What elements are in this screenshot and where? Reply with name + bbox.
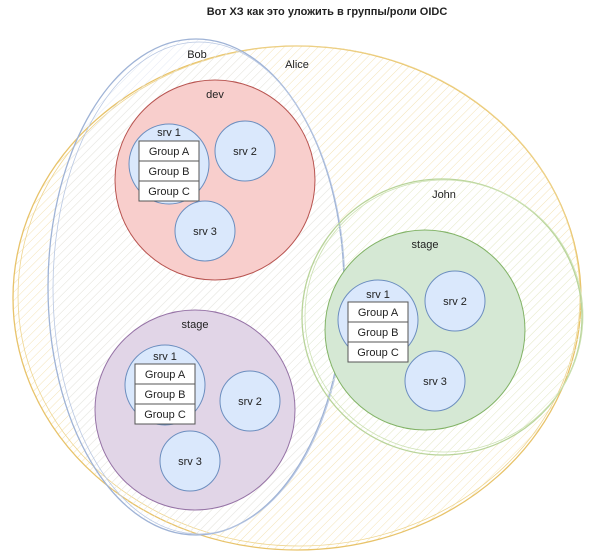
stage-left-srv1-group-c-label: Group C	[144, 409, 186, 421]
stage-right-srv2-circle	[424, 270, 486, 332]
user-label-alice: Alice	[285, 59, 309, 71]
stage-right-srv1-group-a-label: Group A	[358, 307, 399, 319]
env-stage-right: stage srv 1 Group A Group B Group C srv …	[324, 229, 526, 431]
diagram-title: Вот ХЗ как это уложить в группы/роли OID…	[207, 6, 448, 18]
env-dev-label: dev	[206, 89, 224, 101]
stage-left-srv1-group-c	[134, 403, 196, 425]
env-stage-right-label: stage	[412, 239, 439, 251]
stage-left-srv1-group-b-label: Group B	[145, 389, 186, 401]
dev-srv3-label: srv 3	[193, 226, 217, 238]
stage-left-srv2-circle	[219, 370, 281, 432]
user-label-bob: Bob	[187, 49, 207, 61]
stage-left-srv3-circle	[159, 430, 221, 492]
stage-right-srv1-label: srv 1	[366, 289, 390, 301]
stage-right-srv3-circle	[404, 350, 466, 412]
env-stage-left-label: stage	[182, 319, 209, 331]
dev-srv1-label: srv 1	[157, 127, 181, 139]
dev-srv1-group-c-label: Group C	[148, 186, 190, 198]
stage-left-srv1-group-a-label: Group A	[145, 369, 186, 381]
stage-right-srv3-label: srv 3	[423, 376, 447, 388]
stage-left-srv2-label: srv 2	[238, 396, 262, 408]
dev-srv2-circle	[214, 120, 276, 182]
stage-left-srv3-label: srv 3	[178, 456, 202, 468]
env-stage-left: stage srv 1 Group A Group B Group C srv …	[94, 309, 296, 511]
stage-right-srv1-group-b-label: Group B	[358, 327, 399, 339]
stage-right-srv1-group-c	[347, 341, 409, 363]
dev-srv1-group-b-label: Group B	[149, 166, 190, 178]
stage-left-srv1-label: srv 1	[153, 351, 177, 363]
dev-srv3-circle	[174, 200, 236, 262]
dev-srv2-label: srv 2	[233, 146, 257, 158]
stage-right-srv2-label: srv 2	[443, 296, 467, 308]
env-dev: dev srv 1 Group A Group B Group C srv 2 …	[114, 79, 316, 281]
dev-srv1-group-c	[138, 180, 200, 202]
stage-right-srv1-group-c-label: Group C	[357, 347, 399, 359]
user-label-john: John	[432, 189, 456, 201]
dev-srv1-group-a-label: Group A	[149, 146, 190, 158]
